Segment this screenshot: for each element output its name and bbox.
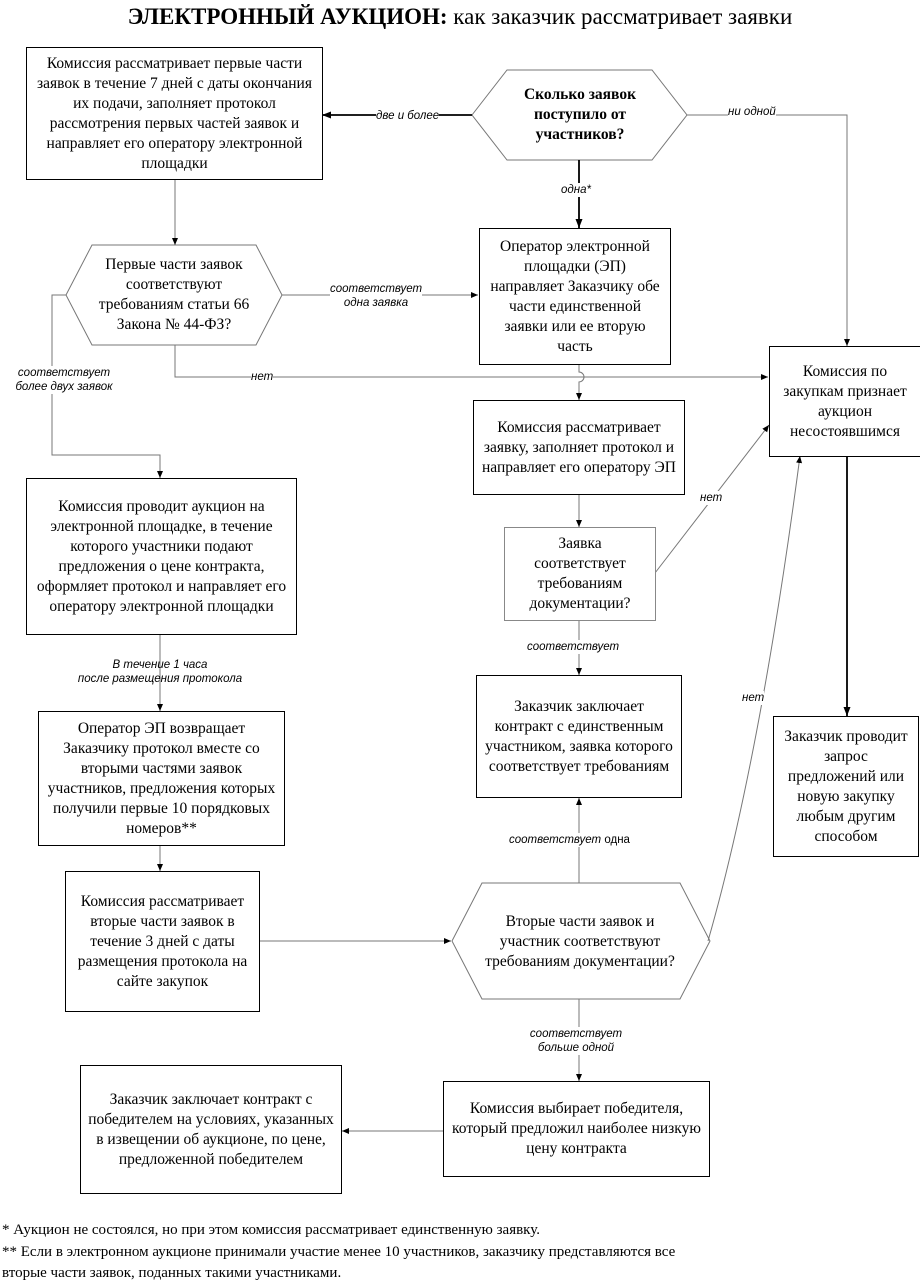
edge-label-complies-single: соответствует одна xyxy=(509,833,630,847)
footnote-1: * Аукцион не состоялся, но при этом коми… xyxy=(2,1222,540,1238)
box-operator-returns-protocol: Оператор ЭП возвращает Заказчику протоко… xyxy=(38,711,285,846)
edge-label-complies-one-l1: соответствует xyxy=(330,283,423,295)
edge-label-complies-one-l2: одна заявка xyxy=(343,297,409,309)
edge-label-complies-more-l1: соответствует xyxy=(17,367,111,379)
box-operator-sends-single: Оператор электронной площадки (ЭП) напра… xyxy=(479,228,671,365)
edge-label-complies-many: соответствует больше одной xyxy=(521,1027,631,1055)
edge-label-complies-more: соответствует более двух заявок xyxy=(4,366,124,394)
footnote-2-line1: ** Если в электронном аукционе принимали… xyxy=(2,1244,676,1260)
title-bold: ЭЛЕКТРОННЫЙ АУКЦИОН: xyxy=(127,4,448,29)
edge-label-complies-single-italic: соответствует xyxy=(509,834,602,846)
edge-label-two-or-more: две и более xyxy=(376,109,440,123)
hex-how-many-text: Сколько заявок поступило от участников? xyxy=(523,86,637,143)
hex-second-parts-text: Вторые части заявок и участник соответст… xyxy=(485,913,675,970)
edge-label-none: ни одной xyxy=(728,105,776,119)
box-commission-failed: Комиссия по закупкам признает аукцион не… xyxy=(769,346,920,457)
box-commission-reviews-app: Комиссия рассматривает заявку, заполняет… xyxy=(473,400,685,495)
edge-label-complies-many-l1: соответствует xyxy=(529,1028,623,1040)
box-commission-holds-auction: Комиссия проводит аукцион на электронной… xyxy=(26,478,297,635)
box-commission-second-parts: Комиссия рассматривает вторые части заяв… xyxy=(65,871,260,1012)
box-customer-new-procurement: Заказчик проводит запрос предложений или… xyxy=(773,716,919,857)
edge-label-complies-one: соответствует одна заявка xyxy=(330,282,422,310)
edge-label-no-first: нет xyxy=(251,370,274,384)
box-app-complies-docs: Заявка соответствует требованиям докумен… xyxy=(504,527,656,621)
edge-label-no-app: нет xyxy=(700,491,723,505)
edge-label-complies-more-l2: более двух заявок xyxy=(15,381,113,393)
edge-label-within-hour: В течение 1 часа после размещения проток… xyxy=(60,658,260,686)
box-commission-selects-winner: Комиссия выбирает победителя, который пр… xyxy=(443,1081,710,1177)
edge-label-within-hour-l2: после размещения протокола xyxy=(77,673,243,685)
edge-label-one: одна* xyxy=(561,183,591,197)
edge-label-complies-many-l2: больше одной xyxy=(537,1042,615,1054)
edge-label-within-hour-l1: В течение 1 часа xyxy=(112,659,208,671)
edge-label-complies: соответствует xyxy=(527,640,620,654)
hex-second-parts xyxy=(451,882,711,1000)
page-title: ЭЛЕКТРОННЫЙ АУКЦИОН: как заказчик рассма… xyxy=(0,4,920,30)
title-normal: как заказчик рассматривает заявки xyxy=(453,4,793,29)
box-commission-first-parts: Комиссия рассматривает первые части заяв… xyxy=(26,47,323,180)
hex-first-parts-text: Первые части заявок соответствуют требов… xyxy=(98,256,250,333)
edge-label-no-second: нет xyxy=(742,691,765,705)
box-contract-single: Заказчик заключает контракт с единственн… xyxy=(476,675,682,798)
footnote-2-line2: вторые части заявок, поданных такими уча… xyxy=(2,1265,342,1281)
edge-label-complies-single-normal: одна xyxy=(604,834,630,846)
box-contract-winner: Заказчик заключает контракт с победителе… xyxy=(80,1065,342,1194)
